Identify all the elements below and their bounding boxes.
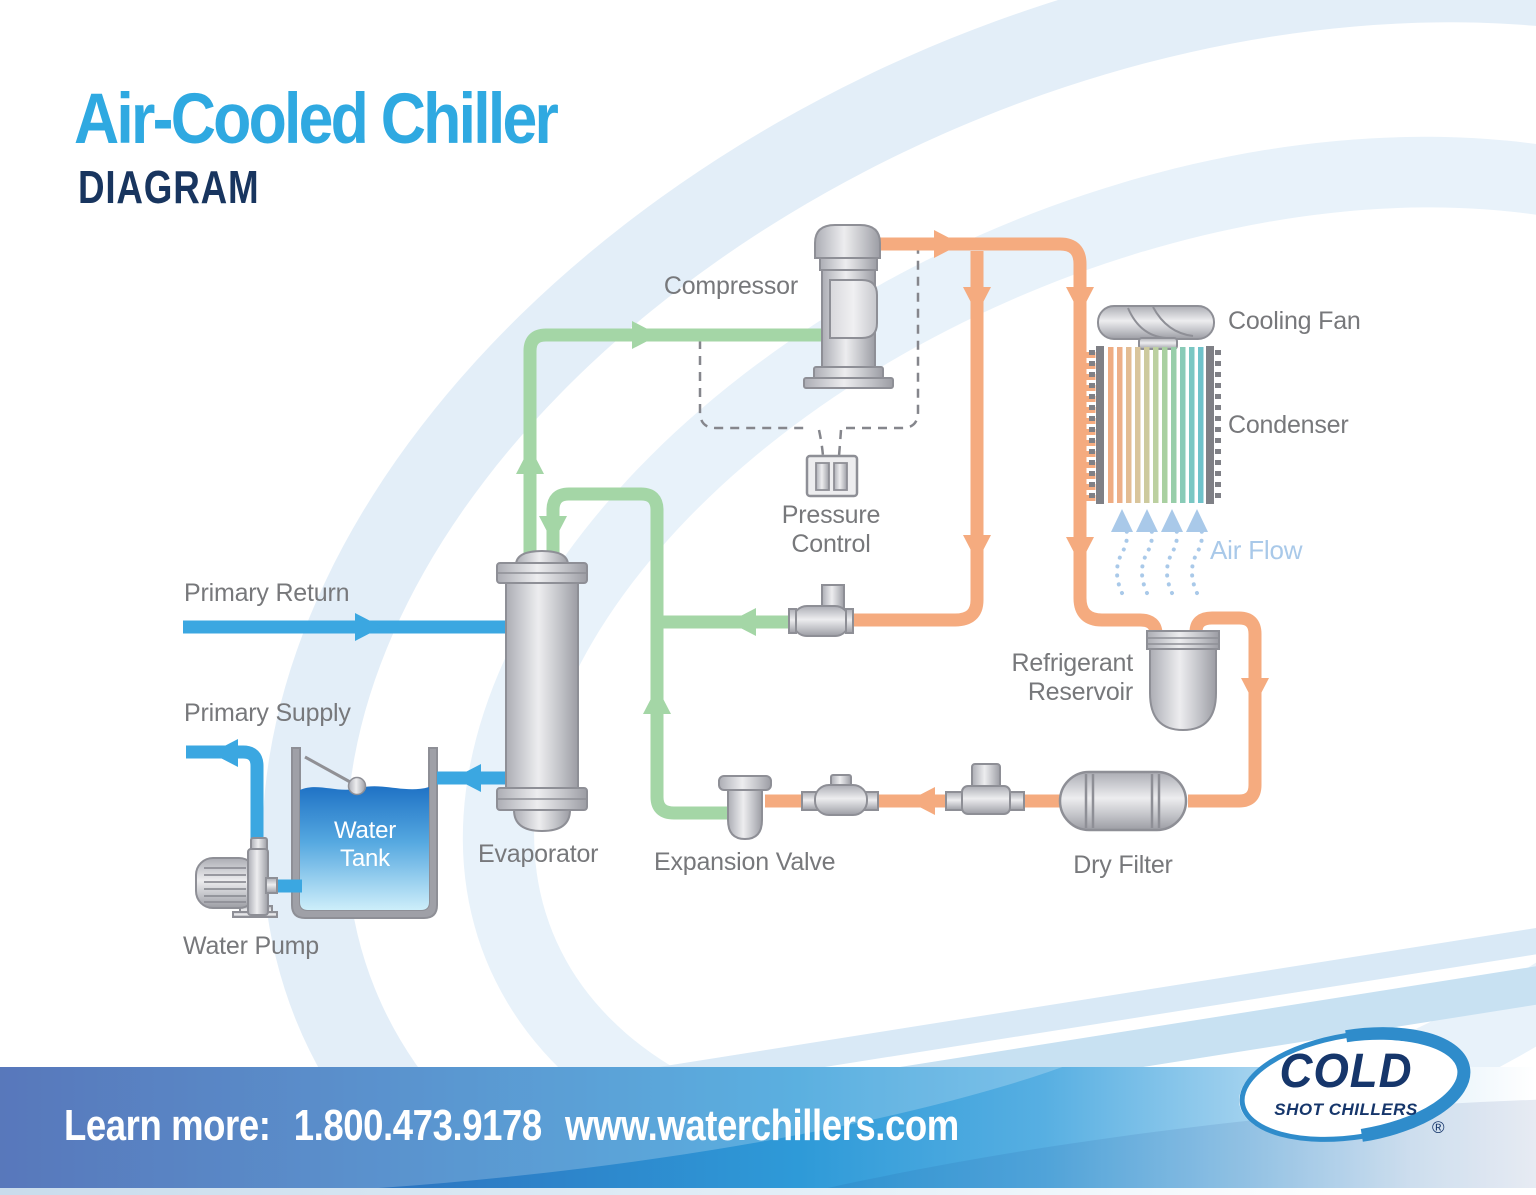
control-dashed-lines bbox=[698, 246, 920, 457]
compressor-label: Compressor bbox=[663, 272, 798, 300]
water-tank-icon bbox=[291, 747, 438, 919]
hot-refrigerant-arrows bbox=[908, 230, 1269, 815]
registered-trademark-symbol: ® bbox=[1432, 1118, 1445, 1137]
float-ball-icon bbox=[347, 776, 367, 796]
condenser-icon bbox=[1089, 346, 1221, 504]
compressor-icon bbox=[803, 224, 894, 389]
water-tank-label-line2: Tank bbox=[340, 845, 390, 872]
evaporator-icon bbox=[496, 549, 588, 833]
refrigerant-reservoir-label: Refrigerant Reservoir bbox=[953, 649, 1134, 707]
dry-filter-icon bbox=[1058, 770, 1188, 832]
sight-glass-icon bbox=[801, 774, 879, 816]
primary-supply-label: Primary Supply bbox=[184, 699, 351, 727]
website-url[interactable]: www.waterchillers.com bbox=[565, 1101, 959, 1150]
cooling-fan-label: Cooling Fan bbox=[1228, 307, 1361, 335]
logo-tagline: SHOT CHILLERS bbox=[1274, 1100, 1418, 1119]
water-flow-arrows bbox=[211, 613, 481, 792]
refrigerant-reservoir-icon bbox=[1146, 630, 1220, 732]
expansion-valve-label: Expansion Valve bbox=[654, 848, 836, 876]
phone-number: 1.800.473.9178 bbox=[293, 1101, 542, 1150]
cold-shot-chillers-logo: COLD SHOT CHILLERS ® bbox=[1226, 1022, 1486, 1162]
water-pipes bbox=[183, 620, 510, 893]
air-flow-arrows bbox=[1111, 509, 1208, 595]
expansion-valve-icon bbox=[718, 775, 772, 841]
water-tank-label-line1: Water bbox=[333, 817, 397, 844]
pressure-control-label-line1: Pressure bbox=[781, 501, 881, 529]
footer-text: Learn more: 1.800.473.9178 www.waterchille… bbox=[64, 1101, 982, 1151]
cold-refrigerant-pipes bbox=[523, 328, 822, 820]
water-pump-icon bbox=[195, 837, 278, 918]
bottom-edge-strip bbox=[0, 1188, 1536, 1195]
refrigerant-reservoir-label-line2: Reservoir bbox=[1027, 678, 1133, 706]
learn-more-label: Learn more: bbox=[64, 1101, 271, 1150]
primary-return-label: Primary Return bbox=[184, 579, 350, 607]
pressure-control-label-line2: Control bbox=[791, 530, 871, 558]
cooling-fan-icon bbox=[1097, 305, 1215, 350]
water-pump-label: Water Pump bbox=[183, 932, 320, 960]
evaporator-label: Evaporator bbox=[478, 840, 599, 868]
cold-refrigerant-arrows bbox=[516, 321, 756, 714]
service-valve-icon bbox=[945, 763, 1025, 815]
pressure-control-label: Pressure Control bbox=[751, 501, 911, 559]
condenser-label: Condenser bbox=[1228, 411, 1349, 439]
dry-filter-label: Dry Filter bbox=[1073, 851, 1173, 879]
air-flow-label: Air Flow bbox=[1210, 535, 1303, 565]
page-title: Air-Cooled Chiller bbox=[74, 79, 559, 159]
pressure-control-icon bbox=[805, 454, 859, 498]
refrigerant-reservoir-label-line1: Refrigerant bbox=[1011, 649, 1134, 677]
page-subtitle: DIAGRAM bbox=[78, 161, 260, 213]
bypass-valve-icon bbox=[788, 584, 854, 637]
logo-wordmark: COLD bbox=[1279, 1045, 1413, 1098]
water-tank-label: Water Tank bbox=[297, 817, 433, 873]
